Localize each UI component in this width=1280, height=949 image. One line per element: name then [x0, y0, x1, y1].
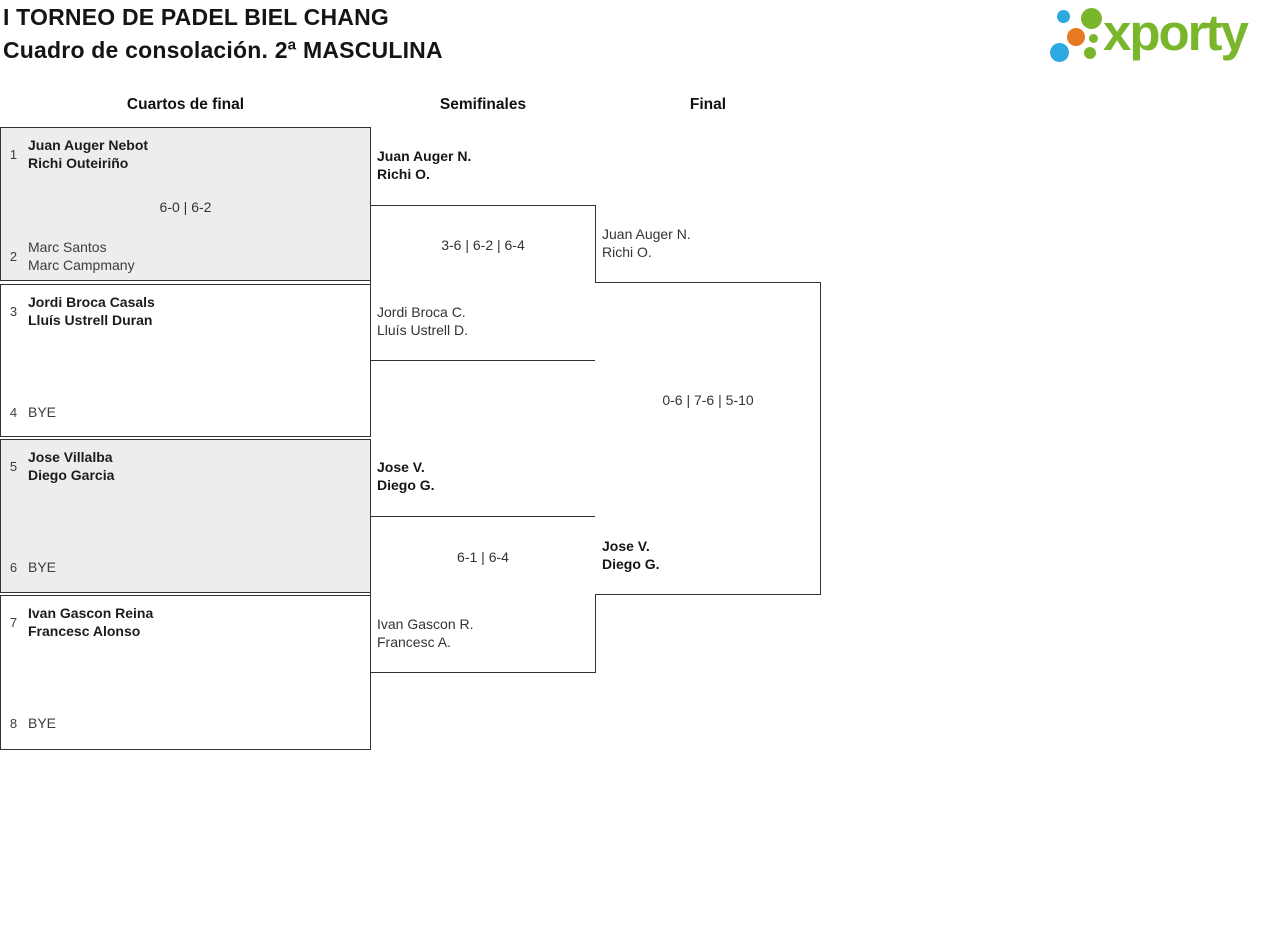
seed-number: 3 — [9, 304, 18, 319]
page-title: I TORNEO DE PADEL BIEL CHANG Cuadro de c… — [3, 1, 443, 67]
team-names: Juan Auger N. Richi O. — [377, 148, 472, 182]
column-header-final: Final — [689, 96, 727, 113]
team-names: Juan Auger Nebot Richi Outeiriño — [28, 137, 149, 171]
column-header-cuartos: Cuartos de final — [126, 96, 245, 113]
match-box-qf2[interactable]: 3 Jordi Broca Casals Lluís Ustrell Duran… — [0, 284, 371, 437]
match-box-sf2[interactable] — [370, 516, 596, 673]
team-slot: 1 Juan Auger Nebot Richi Outeiriño — [6, 137, 362, 172]
seed-number: 2 — [9, 249, 18, 264]
bye-label: BYE — [28, 404, 57, 420]
logo-dot-icon — [1084, 47, 1096, 59]
team-names: Jordi Broca Casals Lluís Ustrell Duran — [28, 294, 155, 328]
team-names: Marc Santos Marc Campmany — [28, 239, 135, 273]
team-slot: 3 Jordi Broca Casals Lluís Ustrell Duran — [6, 294, 362, 329]
seed-number: 7 — [9, 615, 18, 630]
seed-number: 5 — [9, 459, 18, 474]
team-slot: 8 BYE — [6, 715, 362, 733]
bracket-subtitle: Cuadro de consolación. 2ª MASCULINA — [3, 37, 443, 63]
logo-dot-icon — [1057, 10, 1070, 23]
match-box-qf1[interactable]: 1 Juan Auger Nebot Richi Outeiriño 6-0 |… — [0, 127, 371, 281]
seed-number: 1 — [9, 147, 18, 162]
team-names: Ivan Gascon R. Francesc A. — [377, 616, 474, 650]
team-slot: 5 Jose Villalba Diego Garcia — [6, 449, 362, 484]
seed-number: 8 — [9, 716, 18, 732]
xporty-logo[interactable]: xporty — [1048, 4, 1276, 76]
match-box-sf1[interactable] — [370, 205, 596, 361]
seed-number: 4 — [9, 405, 18, 421]
match-score: 0-6 | 7-6 | 5-10 — [662, 392, 754, 408]
logo-dot-icon — [1081, 8, 1102, 29]
match-score: 3-6 | 6-2 | 6-4 — [441, 237, 525, 253]
column-header-semifinales: Semifinales — [439, 96, 527, 113]
match-score: 6-1 | 6-4 — [457, 549, 509, 565]
team-names: Juan Auger N. Richi O. — [602, 226, 691, 260]
match-score: 6-0 | 6-2 — [159, 199, 212, 215]
match-box-qf3[interactable]: 5 Jose Villalba Diego Garcia 6 BYE — [0, 439, 371, 593]
bye-label: BYE — [28, 715, 57, 731]
bye-label: BYE — [28, 559, 57, 575]
logo-dot-icon — [1089, 34, 1098, 43]
logo-dot-icon — [1067, 28, 1085, 46]
team-slot: 7 Ivan Gascon Reina Francesc Alonso — [6, 605, 362, 640]
team-names: Jose V. Diego G. — [377, 459, 435, 493]
match-box-final[interactable] — [595, 282, 821, 595]
seed-number: 6 — [9, 560, 18, 576]
tournament-title: I TORNEO DE PADEL BIEL CHANG — [3, 4, 389, 30]
team-names: Ivan Gascon Reina Francesc Alonso — [28, 605, 154, 639]
team-names: Jose Villalba Diego Garcia — [28, 449, 115, 483]
team-names: Jordi Broca C. Lluís Ustrell D. — [377, 304, 469, 338]
team-slot: 4 BYE — [6, 404, 362, 422]
logo-dot-icon — [1050, 43, 1069, 62]
team-names: Jose V. Diego G. — [602, 538, 660, 572]
match-box-qf4[interactable]: 7 Ivan Gascon Reina Francesc Alonso 8 BY… — [0, 595, 371, 750]
team-slot: 6 BYE — [6, 559, 362, 577]
team-slot: 2 Marc Santos Marc Campmany — [6, 239, 362, 274]
logo-wordmark: xporty — [1103, 4, 1249, 61]
